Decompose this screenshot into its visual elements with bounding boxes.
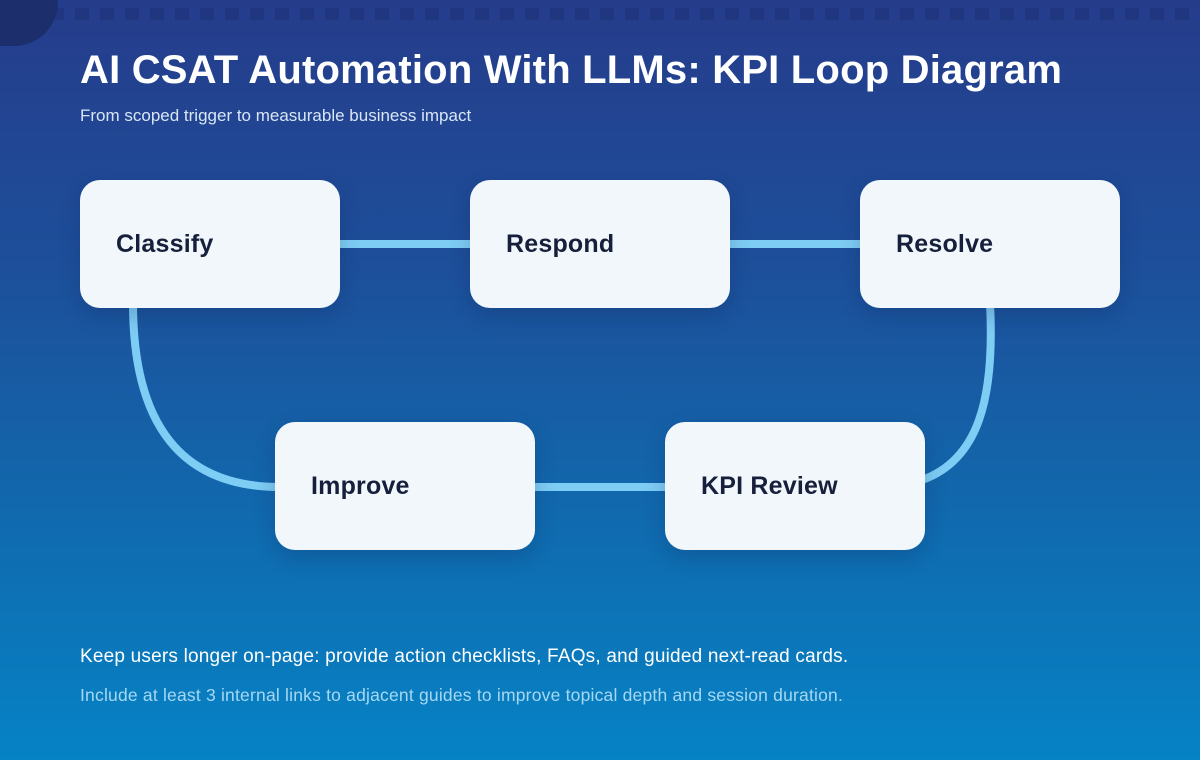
footer-secondary-text: Include at least 3 internal links to adj… (80, 685, 844, 705)
node-respond: Respond (470, 180, 730, 308)
connector-resolve-kpi (920, 302, 995, 484)
node-classify: Classify (80, 180, 340, 308)
node-resolve: Resolve (860, 180, 1120, 308)
footer-primary-text: Keep users longer on-page: provide actio… (80, 646, 849, 667)
node-improve-label: Improve (311, 471, 410, 500)
top-scallop-pattern (0, 8, 1200, 20)
footer: Keep users longer on-page: provide actio… (80, 646, 848, 706)
node-classify-label: Classify (116, 229, 214, 258)
page-subtitle: From scoped trigger to measurable busine… (80, 106, 472, 125)
node-kpi-review-label: KPI Review (701, 471, 838, 500)
header: AI CSAT Automation With LLMs: KPI Loop D… (80, 48, 1062, 126)
connector-classify-improve (129, 302, 281, 491)
node-kpi-review: KPI Review (665, 422, 925, 550)
node-resolve-label: Resolve (896, 229, 994, 258)
page-title: AI CSAT Automation With LLMs: KPI Loop D… (80, 48, 1063, 92)
node-improve: Improve (275, 422, 535, 550)
node-respond-label: Respond (506, 229, 615, 258)
